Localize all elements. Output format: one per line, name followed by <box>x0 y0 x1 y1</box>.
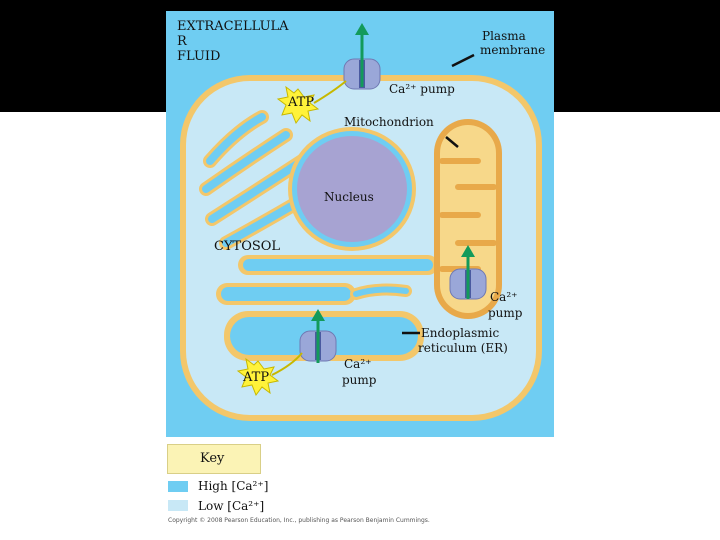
label-ca-pump-bottom-line-1: Ca²⁺ <box>344 357 372 371</box>
atp-burst-bottom-icon <box>236 357 280 397</box>
mitochondrion-leader <box>445 136 459 148</box>
endoplasmic-reticulum <box>199 110 438 361</box>
ca-pump-bottom-icon <box>299 309 337 363</box>
atp-burst-top-icon <box>276 85 320 125</box>
label-atp-bottom: ATP <box>243 370 270 385</box>
key-low-label: Low [Ca²⁺] <box>198 499 265 513</box>
label-extracellular-line-3: FLUID <box>177 49 221 64</box>
ca-pump-top-icon <box>343 23 381 90</box>
label-ca-pump-right-line-2: pump <box>488 306 523 320</box>
atp-top-connector <box>313 80 347 104</box>
plasma-membrane-leader <box>451 53 475 68</box>
nucleus <box>297 136 407 242</box>
key-high-label: High [Ca²⁺] <box>198 479 269 493</box>
mitochondrion <box>434 119 502 319</box>
label-ca-pump-bottom-line-2: pump <box>342 373 377 387</box>
key-box <box>167 444 261 474</box>
label-cytosol: CYTOSOL <box>214 239 281 254</box>
key-swatch-high <box>168 481 188 492</box>
label-er-line-1: Endoplasmic <box>421 326 500 340</box>
label-mitochondrion: Mitochondrion <box>344 115 434 129</box>
label-ca-pump-right-line-1: Ca²⁺ <box>490 290 518 304</box>
label-nucleus: Nucleus <box>324 190 374 204</box>
cell-diagram <box>180 23 542 421</box>
label-er-line-2: reticulum (ER) <box>418 341 508 355</box>
key-swatch-low <box>168 500 188 511</box>
key-title: Key <box>200 451 225 466</box>
label-plasma-membrane-line-1: Plasma <box>482 29 526 43</box>
label-plasma-membrane-line-2: membrane <box>480 43 546 57</box>
label-extracellular-line-2: R <box>177 34 187 49</box>
label-ca-pump-top: Ca²⁺ pump <box>389 82 455 96</box>
ca-pump-right-icon <box>449 245 487 300</box>
label-atp-top: ATP <box>288 95 315 110</box>
atp-bottom-connector <box>271 352 303 376</box>
label-extracellular-line-1: EXTRACELLULA <box>177 19 289 34</box>
copyright-notice: Copyright © 2008 Pearson Education, Inc.… <box>168 517 430 524</box>
